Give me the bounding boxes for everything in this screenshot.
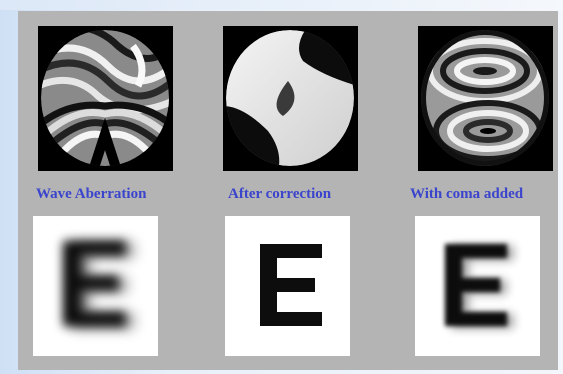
top-gradient-strip (0, 0, 563, 10)
caption-after-correction: After correction (228, 186, 332, 202)
blurred-letter-e-image (33, 216, 158, 356)
corrected-wavefront-map (223, 26, 358, 171)
coma-wavefront-map (418, 26, 553, 171)
sharp-letter-e-image (225, 216, 350, 356)
coma-letter-e-image (415, 216, 540, 356)
wave-aberration-map (38, 26, 173, 171)
figure-panel: Wave Aberration After correction With co… (18, 11, 558, 370)
caption-with-coma: With coma added (410, 186, 524, 202)
caption-wave-aberration: Wave Aberration (36, 186, 147, 202)
